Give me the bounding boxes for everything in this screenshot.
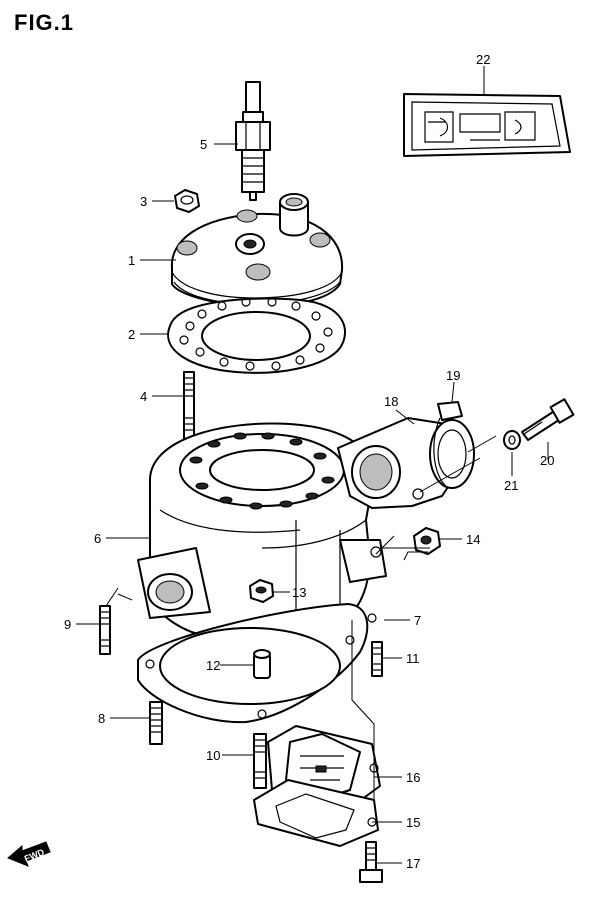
callout-6: 6 (94, 531, 101, 546)
intake-pipe (337, 401, 475, 509)
callout-17: 17 (406, 856, 420, 871)
figure-title: FIG.1 (14, 10, 75, 35)
callout-3: 3 (140, 194, 147, 209)
head-nut (174, 189, 200, 213)
stud-bolt-11 (371, 641, 383, 677)
callout-10: 10 (206, 748, 220, 763)
spark-plug (235, 81, 271, 201)
cylinder (137, 422, 387, 641)
callout-18: 18 (384, 394, 398, 409)
bolt-17 (359, 841, 383, 883)
callout-leaders (76, 66, 549, 864)
callout-12: 12 (206, 658, 220, 673)
cylinder-head (170, 193, 344, 308)
dowel-pin (253, 649, 271, 679)
callout-13: 13 (292, 585, 306, 600)
callout-20: 20 (540, 453, 554, 468)
base-gasket (137, 603, 377, 724)
intake-nut (413, 527, 441, 555)
callout-14: 14 (466, 532, 480, 547)
callout-11: 11 (406, 651, 420, 666)
callout-5: 5 (200, 137, 207, 152)
stud-bolt-long (183, 371, 195, 441)
head-gasket (167, 297, 346, 374)
forward-arrow-icon: FWD (7, 841, 51, 867)
stud-bolt-10 (253, 733, 267, 789)
callout-7: 7 (414, 613, 421, 628)
callout-16: 16 (406, 770, 420, 785)
callout-1: 1 (128, 253, 135, 268)
reed-gasket (253, 779, 379, 847)
gasket-set-package (403, 93, 571, 157)
callout-21: 21 (504, 478, 518, 493)
callout-8: 8 (98, 711, 105, 726)
bolt (521, 398, 575, 441)
callout-labels: 5 3 1 2 4 6 9 8 10 12 13 14 7 11 16 15 1… (64, 52, 554, 871)
callout-19: 19 (446, 368, 460, 383)
stud-bolt-8 (149, 701, 163, 745)
stud-bolt-9 (99, 605, 111, 655)
callout-22: 22 (476, 52, 490, 67)
callout-9: 9 (64, 617, 71, 632)
washer (503, 430, 521, 450)
callout-4: 4 (140, 389, 147, 404)
callout-15: 15 (406, 815, 420, 830)
callout-2: 2 (128, 327, 135, 342)
